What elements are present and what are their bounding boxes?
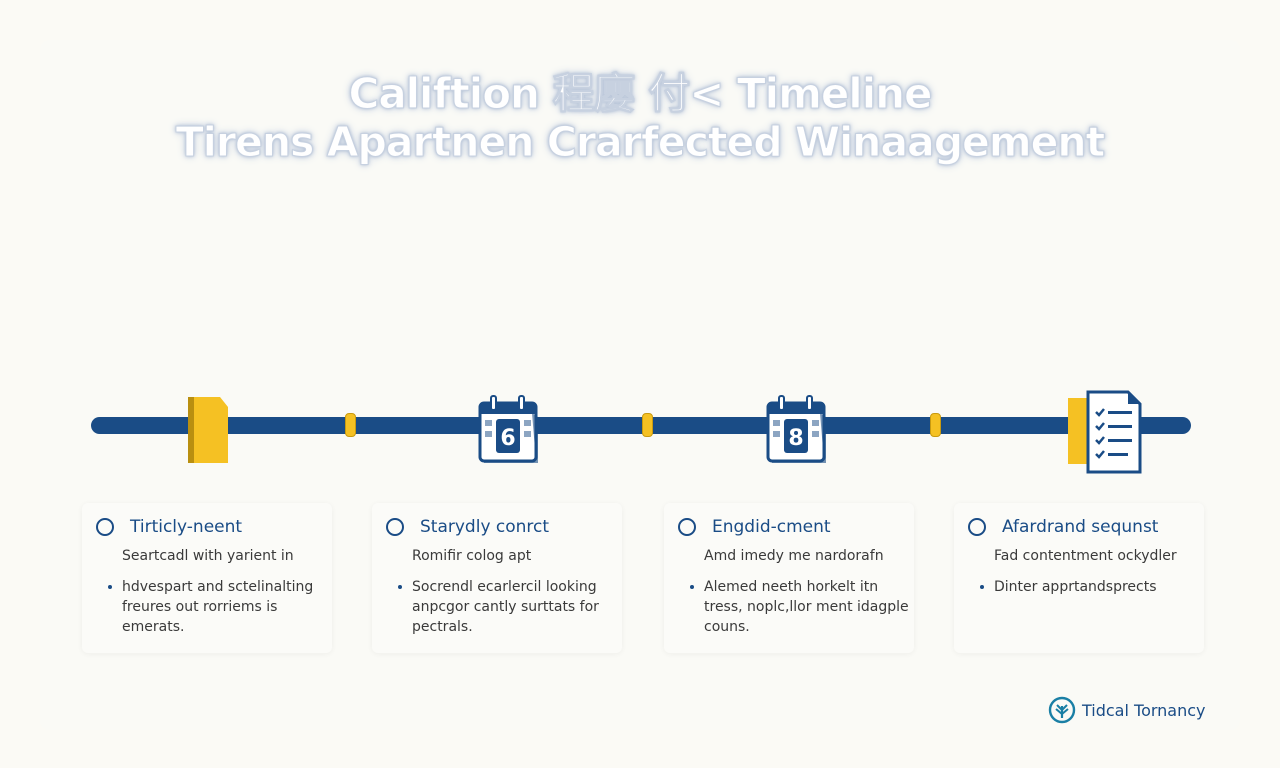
card-title: Starydly conrct <box>420 517 550 537</box>
timeline-bar <box>91 417 1191 434</box>
timeline-pin-3 <box>930 413 941 437</box>
circle-icon <box>386 518 404 536</box>
milestone-card-4: Afardrand sequnst Fad contentment ockydl… <box>954 503 1204 653</box>
calendar-digit: 8 <box>788 426 803 451</box>
card-bullet: Dinter apprtandsprects <box>980 577 1199 597</box>
card-subtitle: Amd imedy me nardorafn <box>704 548 884 564</box>
tree-icon <box>1048 696 1076 724</box>
card-subtitle: Seartcadl with yarient in <box>122 548 294 564</box>
calendar-icon: 6 <box>478 395 538 463</box>
flag-icon <box>188 397 228 463</box>
calendar-icon: 8 <box>766 395 826 463</box>
circle-icon <box>96 518 114 536</box>
timeline-pin-2 <box>642 413 653 437</box>
page-subtitle: Tirens Apartnen Crarfected Winaagement <box>175 118 1105 167</box>
milestone-card-3: Engdid-cment Amd imedy me nardorafn Alem… <box>664 503 914 653</box>
brand: Tidcal Tornancy <box>1048 696 1206 724</box>
card-bullet: hdvespart and sctelinalting freures out … <box>108 577 327 637</box>
circle-icon <box>678 518 696 536</box>
timeline-pin-1 <box>345 413 356 437</box>
page-title: Califtion 程廮 付< Timeline <box>348 69 933 119</box>
card-bullet: Socrendl ecarlercil looking anpcgor cant… <box>398 577 617 637</box>
card-title: Afardrand sequnst <box>1002 517 1159 537</box>
brand-name: Tidcal Tornancy <box>1082 700 1206 720</box>
card-subtitle: Romifir colog apt <box>412 548 532 564</box>
card-subtitle: Fad contentment ockydler <box>994 548 1177 564</box>
card-bullet: Alemed neeth horkelt itn tress, noplc,ll… <box>690 579 909 635</box>
card-title: Tirticly-neent <box>130 517 243 537</box>
card-title: Engdid-cment <box>712 517 831 537</box>
milestone-card-2: Starydly conrct Romifir colog apt Socren… <box>372 503 622 653</box>
checklist-icon <box>1068 390 1142 474</box>
circle-icon <box>968 518 986 536</box>
milestone-card-1: Tirticly-neent Seartcadl with yarient in… <box>82 503 332 653</box>
calendar-digit: 6 <box>500 426 515 451</box>
